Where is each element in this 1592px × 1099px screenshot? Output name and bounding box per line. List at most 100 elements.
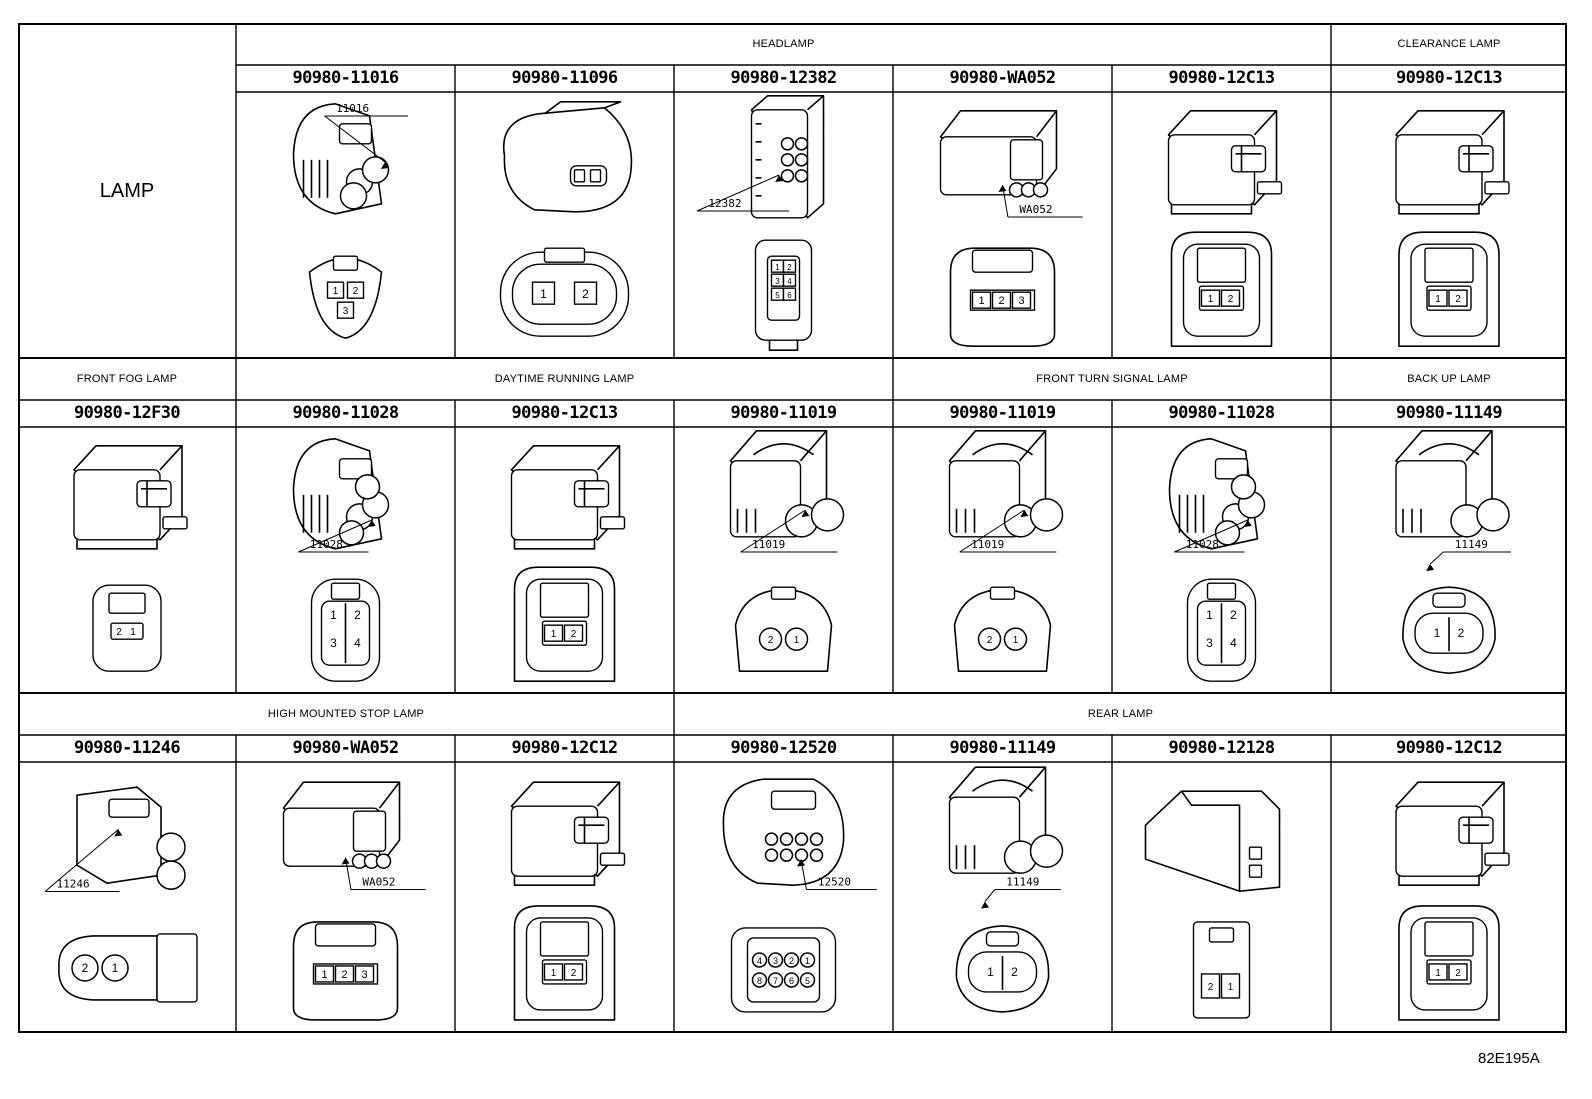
pin bbox=[782, 259, 797, 273]
pin bbox=[1220, 973, 1241, 999]
part-number: 90980-WA052 bbox=[949, 68, 1057, 88]
face-inner bbox=[511, 263, 618, 325]
latch bbox=[971, 249, 1034, 273]
pin-number: 2 bbox=[789, 956, 794, 966]
latch bbox=[1432, 592, 1466, 608]
part-number: 90980-12F30 bbox=[74, 403, 181, 423]
pin-number: 2 bbox=[1230, 608, 1237, 622]
latch-window bbox=[573, 480, 610, 508]
pin-socket bbox=[794, 153, 809, 167]
pin-block bbox=[599, 852, 626, 866]
pin-barrel bbox=[1214, 520, 1241, 546]
pin-barrel bbox=[338, 520, 365, 546]
section-label: REAR LAMP bbox=[1087, 708, 1154, 720]
pin bbox=[1220, 289, 1241, 307]
pin-number: 2 bbox=[1455, 294, 1461, 305]
body-edge bbox=[1481, 110, 1505, 136]
arrow-head bbox=[380, 162, 389, 169]
pin bbox=[799, 952, 816, 968]
pin bbox=[573, 281, 598, 305]
callout: 11149 bbox=[1426, 538, 1511, 571]
connector-iso-view bbox=[1168, 438, 1266, 550]
pin-number: 2 bbox=[354, 608, 361, 622]
part-number: 90980-12128 bbox=[1168, 738, 1276, 758]
pin-socket bbox=[809, 848, 824, 862]
callout-label: 11016 bbox=[336, 102, 369, 115]
pin-number: 3 bbox=[361, 969, 367, 981]
latch-window bbox=[136, 480, 172, 508]
part-number: 90980-11028 bbox=[292, 403, 400, 423]
pin-socket bbox=[794, 832, 809, 846]
connector-face-view: 1 23 bbox=[308, 255, 383, 339]
connector-iso-view bbox=[510, 781, 626, 886]
pin-number: 2 bbox=[571, 629, 577, 640]
latch-detail bbox=[1463, 817, 1489, 844]
pin-barrel bbox=[354, 474, 381, 500]
latch-window bbox=[1458, 816, 1494, 844]
connector-iso-view bbox=[1395, 430, 1510, 538]
latch bbox=[544, 101, 622, 115]
pin-socket bbox=[780, 169, 795, 183]
base bbox=[1398, 875, 1480, 886]
pin-number: 1 bbox=[333, 286, 339, 297]
part-number: 90980-11096 bbox=[511, 68, 619, 88]
pin-number: 2 bbox=[353, 286, 359, 297]
connector-iso-view bbox=[1395, 781, 1510, 886]
body-shell bbox=[502, 107, 633, 213]
callout-label: 11028 bbox=[1186, 538, 1219, 551]
pin-socket bbox=[764, 832, 779, 846]
face-inner bbox=[746, 937, 821, 1003]
pin-socket bbox=[779, 832, 794, 846]
latch bbox=[770, 790, 817, 810]
pin-number: 3 bbox=[1018, 295, 1024, 307]
latch bbox=[330, 582, 361, 600]
pin-number: 1 bbox=[987, 965, 994, 979]
pin-number: 1 bbox=[1435, 968, 1441, 979]
latch bbox=[1424, 921, 1474, 957]
pin-number: 1 bbox=[551, 629, 557, 640]
latch-window bbox=[1230, 145, 1267, 173]
pin-barrel bbox=[1029, 834, 1064, 868]
body-edge bbox=[159, 445, 183, 471]
pin bbox=[346, 281, 365, 299]
pin-barrel bbox=[339, 182, 368, 210]
pin-socket bbox=[794, 169, 809, 183]
callout-label: 12382 bbox=[708, 197, 741, 210]
pin bbox=[767, 952, 784, 968]
face-shell bbox=[1170, 231, 1273, 347]
pin-socket bbox=[780, 137, 795, 151]
latch bbox=[1206, 582, 1237, 600]
pin-number: 3 bbox=[343, 306, 349, 317]
pin bbox=[573, 169, 586, 183]
pin-number: 4 bbox=[787, 277, 792, 286]
pin bbox=[783, 972, 800, 988]
face-shell bbox=[513, 566, 616, 682]
arrow-head bbox=[980, 901, 989, 909]
latch bbox=[985, 931, 1020, 947]
pin-number: 2 bbox=[987, 635, 993, 646]
pin bbox=[563, 963, 584, 981]
pin-socket bbox=[794, 848, 809, 862]
latch bbox=[989, 586, 1016, 600]
connector-iso-view bbox=[1395, 110, 1510, 215]
arrow-head bbox=[998, 185, 1007, 192]
face-shell bbox=[949, 247, 1056, 347]
body-front bbox=[948, 796, 1021, 874]
pin bbox=[783, 952, 800, 968]
body-front bbox=[750, 109, 809, 219]
connector-body bbox=[750, 95, 825, 219]
arrow-head bbox=[1020, 510, 1029, 517]
pin-number: 2 bbox=[1458, 626, 1465, 640]
pin bbox=[531, 281, 556, 305]
